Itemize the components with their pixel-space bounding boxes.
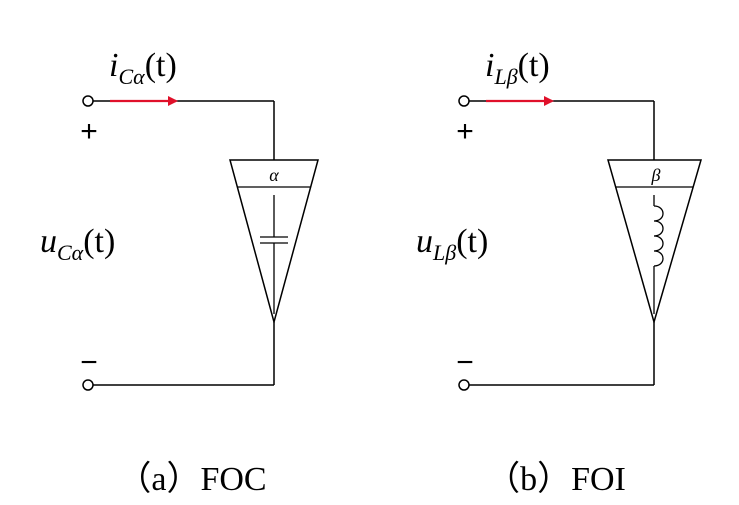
- element-order-label: α: [269, 165, 279, 185]
- fractor-triangle: [229, 159, 319, 325]
- bottom-terminal: [82, 379, 94, 391]
- inductor-icon: [653, 195, 664, 314]
- fractor-triangle: [607, 159, 702, 325]
- minus-sign: −: [456, 346, 474, 379]
- top-terminal: [458, 95, 470, 107]
- plus-sign: +: [80, 115, 98, 148]
- current-label: iLβ(t): [485, 47, 550, 89]
- top-terminal: [82, 95, 94, 107]
- figure-foi: β iLβ(t) uLβ(t) + − （b）FOI: [416, 47, 702, 498]
- caption: （b）FOI: [486, 460, 626, 498]
- minus-sign: −: [80, 346, 98, 379]
- plus-sign: +: [456, 115, 474, 148]
- caption: （a）FOC: [117, 460, 266, 498]
- voltage-label: uLβ(t): [416, 223, 488, 265]
- bottom-terminal: [458, 379, 470, 391]
- voltage-label: uCα(t): [40, 223, 115, 265]
- element-order-label: β: [651, 165, 661, 185]
- capacitor-icon: [260, 195, 288, 314]
- current-label: iCα(t): [109, 47, 177, 89]
- figure-foc: α iCα(t) uCα(t) + − （a）FOC: [40, 47, 319, 498]
